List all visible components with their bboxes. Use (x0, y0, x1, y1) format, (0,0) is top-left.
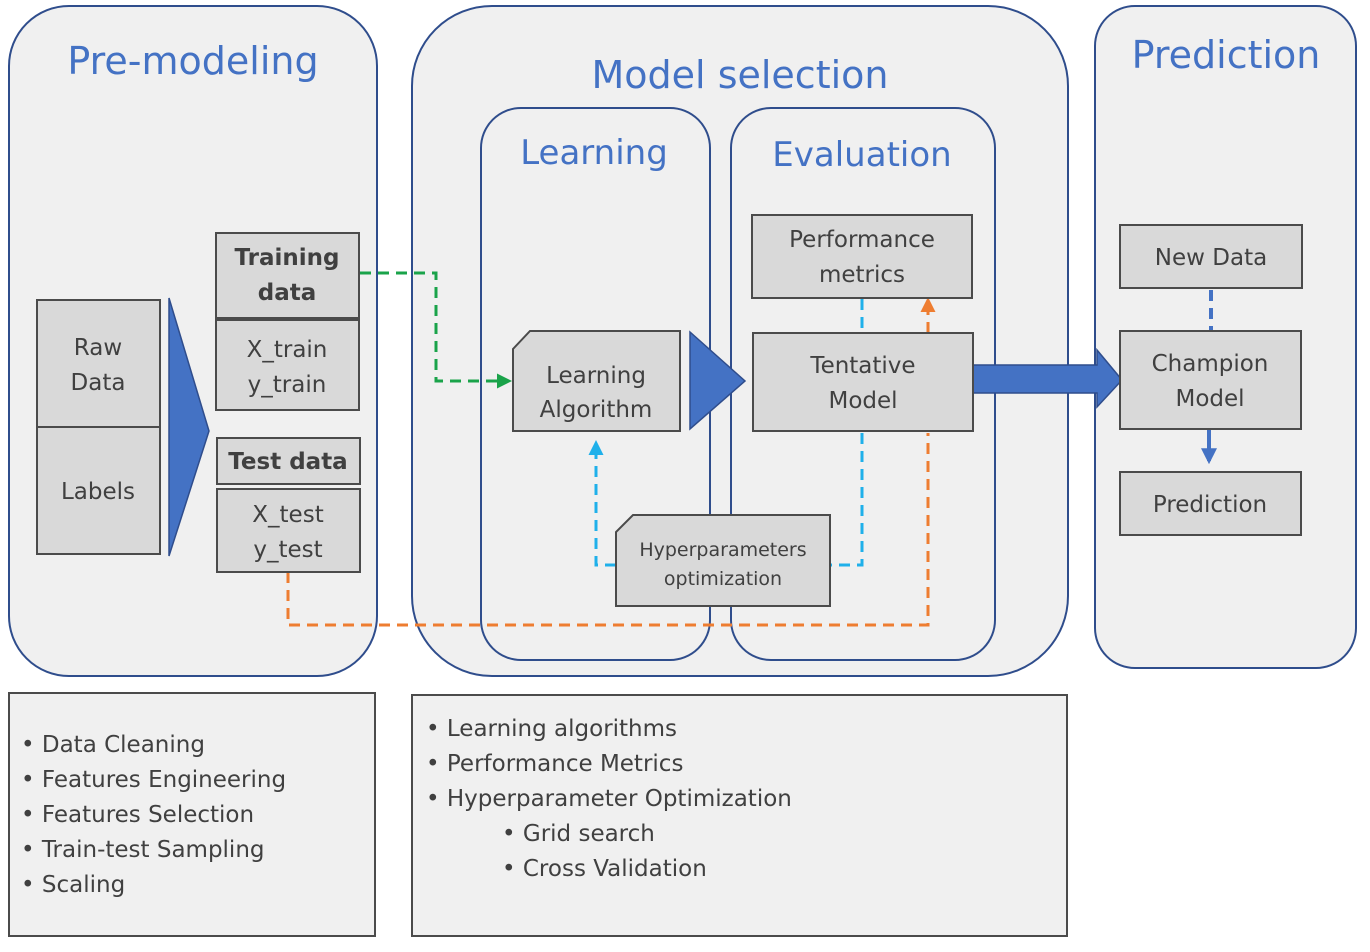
premodeling-title: Pre-modeling (67, 39, 318, 83)
prediction-title: Prediction (1132, 33, 1321, 77)
hyperparameters-label: optimization (664, 568, 782, 590)
premodeling-list-item: • Data Cleaning (21, 732, 205, 758)
evaluation-title: Evaluation (772, 135, 951, 175)
x-train-label: X_train (247, 337, 328, 363)
model-to-champion-arrow (972, 347, 1123, 409)
raw-data-label: Data (71, 370, 126, 396)
test-to-evaluation-connector (286, 433, 930, 627)
model-selection-list-box (411, 694, 1068, 937)
hyperparameters-box (615, 514, 831, 607)
test-vars-box (216, 488, 361, 573)
tentative-model-label: Tentative (809, 353, 915, 379)
performance-metrics-label: metrics (819, 262, 905, 288)
new-data-box (1119, 224, 1303, 289)
learning-algorithm-label: Algorithm (540, 397, 653, 423)
training-to-learning-connector (360, 271, 512, 389)
learning-algorithm-label: Learning (546, 363, 646, 389)
train-vars-box (215, 319, 360, 411)
learning-title: Learning (520, 133, 668, 173)
champion-model-box (1119, 330, 1302, 430)
raw-data-box (36, 299, 161, 428)
test-data-box (216, 437, 361, 485)
premodeling-list-item: • Scaling (21, 872, 125, 898)
performance-metrics-box (751, 214, 973, 299)
prediction-box (1119, 471, 1302, 536)
champion-model-label: Model (1175, 386, 1244, 412)
premodeling-list-item: • Features Selection (21, 802, 254, 828)
prediction-label: Prediction (1153, 492, 1267, 518)
hyperparameters-to-learning-connector (588, 440, 616, 567)
model-to-hyperparameters-connector (830, 433, 864, 567)
champion-model-label: Champion (1152, 351, 1269, 377)
y-test-label: y_test (253, 537, 322, 563)
learning-to-model-arrow (689, 330, 747, 431)
x-test-label: X_test (252, 502, 323, 528)
model-selection-list-item: • Performance Metrics (426, 751, 683, 777)
model-selection-sub-item: • Grid search (502, 821, 655, 847)
premodeling-list-item: • Features Engineering (21, 767, 286, 793)
premodeling-list-box (8, 692, 376, 937)
premodeling-merge-arrow (168, 297, 210, 557)
training-data-label: data (258, 280, 317, 306)
labels-box (36, 426, 161, 555)
performance-metrics-label: Performance (789, 227, 935, 253)
model-selection-list-item: • Learning algorithms (426, 716, 677, 742)
premodeling-list-item: • Train-test Sampling (21, 837, 265, 863)
y-train-label: y_train (248, 372, 327, 398)
hyperparameters-label: Hyperparameters (639, 539, 806, 561)
tentative-model-box (752, 332, 974, 432)
model-selection-sub-item: • Cross Validation (502, 856, 707, 882)
tentative-model-label: Model (828, 388, 897, 414)
learning-algorithm-box (512, 330, 681, 432)
test-data-label: Test data (228, 449, 347, 475)
raw-data-label: Raw (74, 335, 122, 361)
labels-label: Labels (61, 479, 135, 505)
training-data-label: Training (234, 245, 339, 271)
model-selection-list-item: • Hyperparameter Optimization (426, 786, 792, 812)
training-data-box (215, 232, 360, 319)
model-selection-title: Model selection (592, 53, 889, 97)
new-data-label: New Data (1155, 245, 1267, 271)
